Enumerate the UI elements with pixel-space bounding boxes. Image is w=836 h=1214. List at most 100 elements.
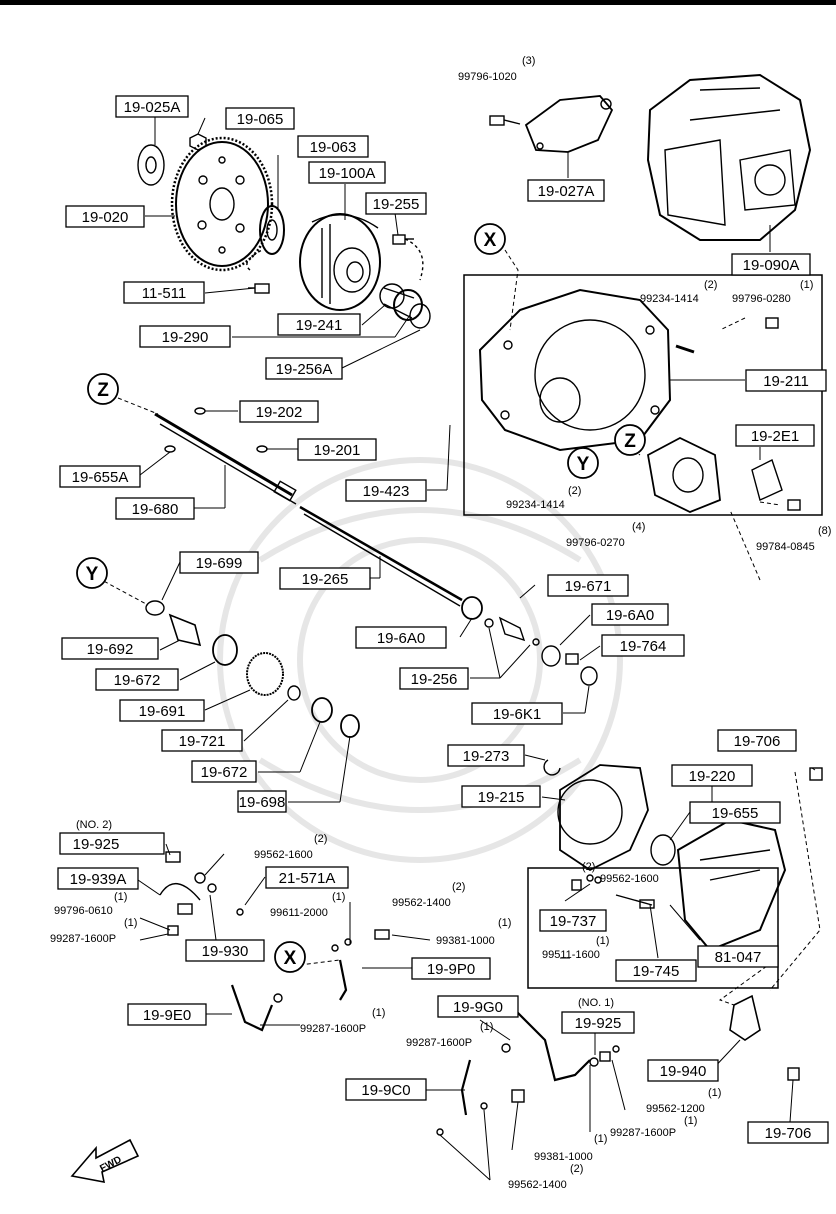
part-label-19-100A[interactable]: 19-100A xyxy=(308,161,386,184)
part-label-19-290[interactable]: 19-290 xyxy=(139,325,231,348)
svg-text:81-047: 81-047 xyxy=(715,949,762,966)
part-label-19-220[interactable]: 19-220 xyxy=(671,764,753,787)
part-label-19-265[interactable]: 19-265 xyxy=(279,567,371,590)
part-label-19-202[interactable]: 19-202 xyxy=(239,400,319,423)
part-label-19-699[interactable]: 19-699 xyxy=(179,551,259,574)
callout-qty: (1) xyxy=(114,891,127,903)
part-label-19-9G0[interactable]: 19-9G0 xyxy=(437,995,519,1018)
nut-drawing xyxy=(189,133,207,151)
callout-qty: (2) xyxy=(704,279,717,291)
fwd-label: FWD xyxy=(98,1154,123,1174)
callout-qty: (2) xyxy=(314,833,327,845)
svg-text:19-672: 19-672 xyxy=(114,672,161,689)
part-label-19-256[interactable]: 19-256 xyxy=(399,667,469,690)
part-label-19-737[interactable]: 19-737 xyxy=(539,909,607,932)
callout-qty: (2) xyxy=(582,861,595,873)
retaining-clip-drawing xyxy=(543,759,561,776)
marker-z-left: Z xyxy=(97,380,109,401)
part-label-19-925-right[interactable]: 19-925 xyxy=(561,1011,635,1034)
part-label-19-6A0-right[interactable]: 19-6A0 xyxy=(591,603,669,626)
part-label-19-201[interactable]: 19-201 xyxy=(297,438,377,461)
part-label-19-273[interactable]: 19-273 xyxy=(447,744,525,767)
part-label-19-211[interactable]: 19-211 xyxy=(745,369,827,392)
svg-text:19-063: 19-063 xyxy=(310,139,357,156)
part-label-19-027A[interactable]: 19-027A xyxy=(527,179,605,202)
part-label-19-6A0-left[interactable]: 19-6A0 xyxy=(355,626,447,649)
spacer-ring-drawing xyxy=(259,205,285,255)
svg-text:19-9G0: 19-9G0 xyxy=(453,999,503,1016)
part-label-19-940[interactable]: 19-940 xyxy=(647,1059,719,1082)
part-label-19-655[interactable]: 19-655 xyxy=(689,801,781,824)
adapter-plate-drawing xyxy=(137,144,165,186)
part-label-21-571A[interactable]: 21-571A xyxy=(265,866,349,889)
bearing-cap-drawing xyxy=(647,317,801,513)
part-label-19-9E0[interactable]: 19-9E0 xyxy=(127,1003,207,1026)
part-label-19-745[interactable]: 19-745 xyxy=(615,959,697,982)
part-label-19-925-left[interactable]: 19-925 xyxy=(59,832,165,855)
drive-gear-set-drawing xyxy=(145,596,598,738)
svg-text:19-065: 19-065 xyxy=(237,111,284,128)
callout-part-number: 99784-0845 xyxy=(756,541,815,553)
part-label-19-655A[interactable]: 19-655A xyxy=(59,465,141,488)
part-label-19-256A[interactable]: 19-256A xyxy=(265,357,343,380)
part-label-19-9C0[interactable]: 19-9C0 xyxy=(345,1078,427,1101)
part-label-19-706-upper[interactable]: 19-706 xyxy=(717,729,797,752)
part-label-19-423[interactable]: 19-423 xyxy=(345,479,427,502)
svg-text:19-273: 19-273 xyxy=(463,748,510,765)
svg-text:19-027A: 19-027A xyxy=(538,183,595,200)
callout-part-number: 99287-1600P xyxy=(406,1037,472,1049)
svg-text:19-721: 19-721 xyxy=(179,733,226,750)
part-label-19-090A[interactable]: 19-090A xyxy=(731,253,811,276)
callout-qty: (1) xyxy=(596,935,609,947)
part-label-19-255[interactable]: 19-255 xyxy=(365,192,427,215)
svg-text:19-939A: 19-939A xyxy=(70,871,127,888)
part-label-19-680[interactable]: 19-680 xyxy=(115,497,195,520)
marker-z-housing: Z xyxy=(624,431,636,452)
svg-text:19-256: 19-256 xyxy=(411,671,458,688)
part-label-19-063[interactable]: 19-063 xyxy=(297,135,369,158)
callout-qty: (1) xyxy=(594,1133,607,1145)
svg-text:19-706: 19-706 xyxy=(734,733,781,750)
part-label-19-672-lower[interactable]: 19-672 xyxy=(191,760,257,783)
reference-circle-icon: Y xyxy=(567,447,599,479)
part-label-19-721[interactable]: 19-721 xyxy=(161,729,243,752)
part-label-19-764[interactable]: 19-764 xyxy=(601,634,685,657)
callout-part-number: 99287-1600P xyxy=(610,1127,676,1139)
part-label-19-025A[interactable]: 19-025A xyxy=(115,95,189,118)
callout-part-number: 99562-1400 xyxy=(508,1179,567,1191)
solid-leaders xyxy=(137,117,816,1181)
svg-text:19-9P0: 19-9P0 xyxy=(427,961,475,978)
part-label-19-706-lower[interactable]: 19-706 xyxy=(747,1121,829,1144)
torque-converter-drawing xyxy=(299,213,381,311)
part-label-19-065[interactable]: 19-065 xyxy=(225,107,295,130)
part-label-19-215[interactable]: 19-215 xyxy=(461,785,541,808)
part-label-19-692[interactable]: 19-692 xyxy=(61,637,159,660)
part-label-19-939A[interactable]: 19-939A xyxy=(57,867,139,890)
part-label-19-691[interactable]: 19-691 xyxy=(119,699,205,722)
reference-circle-icon: Z xyxy=(87,373,119,405)
housing-group-frame xyxy=(463,274,823,516)
part-label-81-047[interactable]: 81-047 xyxy=(697,945,779,968)
svg-text:19-6A0: 19-6A0 xyxy=(377,630,425,647)
part-label-19-020[interactable]: 19-020 xyxy=(65,205,145,228)
part-label-19-672-upper[interactable]: 19-672 xyxy=(95,668,179,691)
part-label-11-511[interactable]: 11-511 xyxy=(123,281,205,304)
part-label-19-671[interactable]: 19-671 xyxy=(547,574,629,597)
svg-text:19-6K1: 19-6K1 xyxy=(493,706,541,723)
part-label-19-2E1[interactable]: 19-2E1 xyxy=(735,424,815,447)
part-label-19-6K1[interactable]: 19-6K1 xyxy=(471,702,563,725)
reference-circle-icon: X xyxy=(274,941,306,973)
callout-part-number: 99381-1000 xyxy=(534,1151,593,1163)
svg-text:19-290: 19-290 xyxy=(162,329,209,346)
svg-text:19-699: 19-699 xyxy=(196,555,243,572)
callout-qty: (1) xyxy=(124,917,137,929)
cover-bolt-drawings xyxy=(571,874,655,909)
part-label-19-930[interactable]: 19-930 xyxy=(185,939,265,962)
part-label-19-698[interactable]: 19-698 xyxy=(237,790,287,813)
part-label-19-9P0[interactable]: 19-9P0 xyxy=(411,957,491,980)
svg-text:19-256A: 19-256A xyxy=(276,361,333,378)
svg-text:19-215: 19-215 xyxy=(478,789,525,806)
part-label-19-241[interactable]: 19-241 xyxy=(277,313,361,336)
callout-qty: (1) xyxy=(332,891,345,903)
